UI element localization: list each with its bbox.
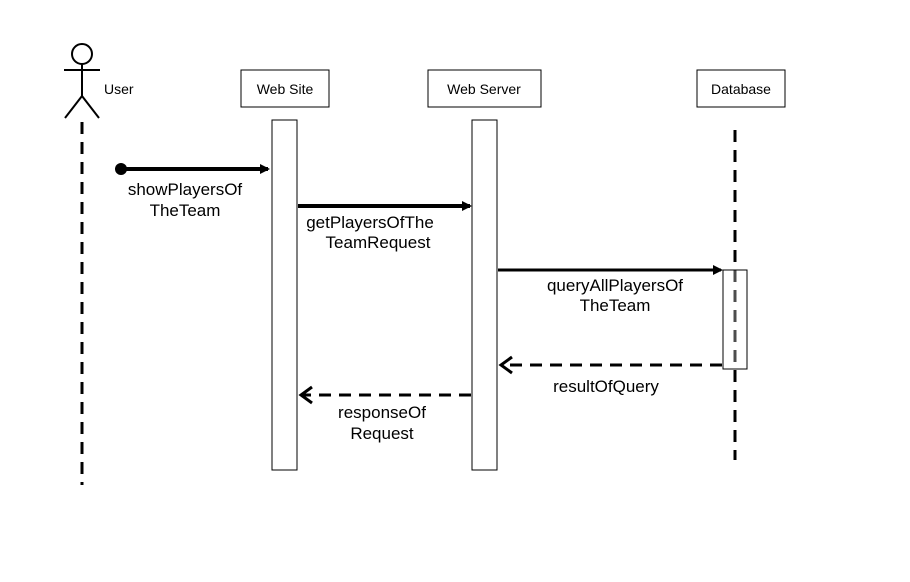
message-label: responseOf [338,403,426,422]
message-label-line2: Request [350,424,414,443]
message-label-line2: TheTeam [580,296,651,315]
message-label-line2: TheTeam [150,201,221,220]
participant-label: Web Server [447,81,521,97]
participant-web-server: Web Server [427,69,542,108]
participant-box [240,69,330,108]
message-label: showPlayersOf [128,180,243,199]
participant-web-site: Web Site [240,69,330,108]
participant-box [427,69,542,108]
participant-database: Database [696,69,786,108]
actor-leg-right [81,95,100,119]
message-label: resultOfQuery [553,377,659,396]
message-response-of-request: responseOf Request [298,385,471,443]
participant-label: Database [711,81,771,97]
message-label: getPlayersOfThe [306,213,434,232]
web-site-activation-bar [271,119,298,471]
return-arrowhead [498,355,513,375]
message-label-line2: TeamRequest [326,233,431,252]
web-server-activation-bar [471,119,498,471]
message-query-all-players: queryAllPlayersOf TheTeam [498,265,723,315]
return-arrowhead [298,385,313,405]
message-result-of-query: resultOfQuery [498,355,722,396]
actor-label: User [104,81,134,97]
participant-box [696,69,786,108]
database-activation-bar [722,269,748,370]
actor-head [71,43,93,65]
message-get-players-request: getPlayersOfThe TeamRequest [298,201,472,252]
participant-label: Web Site [257,81,314,97]
user-actor: User [64,43,134,119]
actor-leg-left [64,95,83,119]
message-show-players: showPlayersOf TheTeam [115,163,270,220]
message-label: queryAllPlayersOf [547,276,683,295]
